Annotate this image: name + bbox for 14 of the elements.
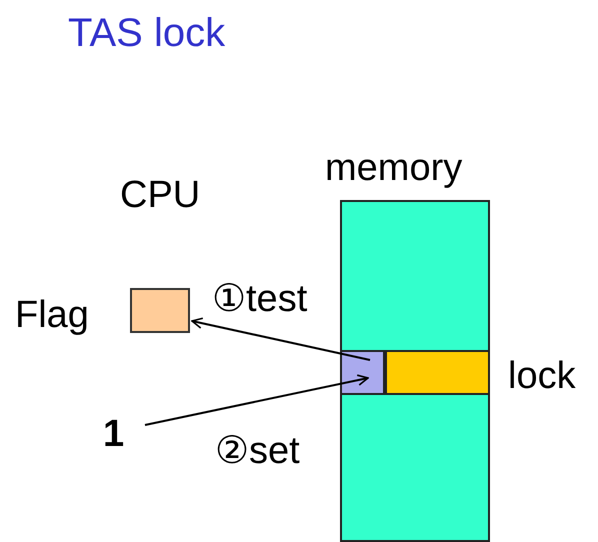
edge-label: ①test [212,277,308,322]
lock-value-cell [385,350,490,395]
title: TAS lock [68,10,226,57]
memory-column [340,200,490,542]
part-label: lock [508,354,576,399]
memory-label: memory [325,146,462,191]
flag-box [130,288,190,333]
arrow [191,317,370,361]
part-label: Flag [15,293,89,338]
value-text: 1 [103,415,133,459]
lock-cell [340,350,385,395]
cpu-label: CPU [120,173,200,218]
edge-label: ②set [215,429,300,474]
arrow [144,374,369,426]
